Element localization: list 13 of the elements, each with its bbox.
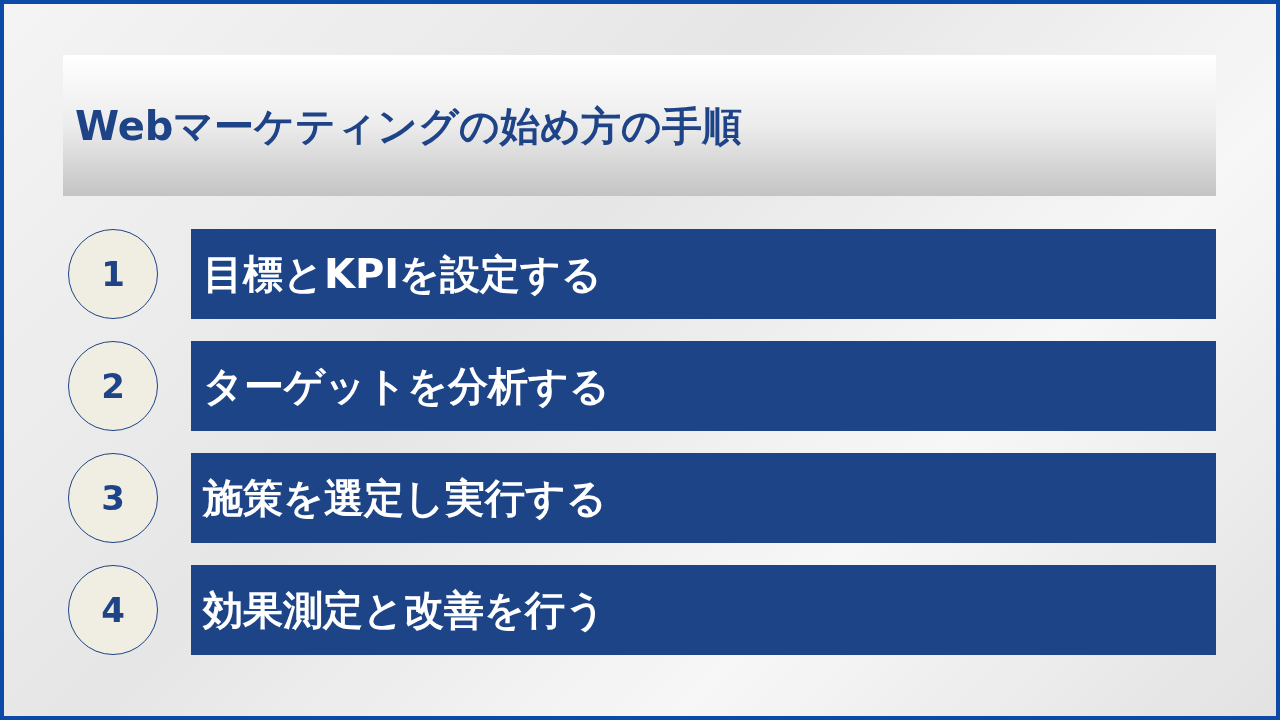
step-bar [191, 453, 1216, 543]
step-number: 3 [101, 478, 125, 518]
step-text: 効果測定と改善を行う [203, 585, 606, 635]
step-bar [191, 229, 1216, 319]
step-text: ターゲットを分析する [203, 361, 610, 411]
step-number: 2 [101, 366, 125, 406]
step-bar [191, 341, 1216, 431]
title: Webマーケティングの始め方の手順 [75, 102, 743, 151]
step-number: 1 [101, 254, 125, 294]
step-number: 4 [101, 590, 125, 630]
step-bar [191, 565, 1216, 655]
step-text: 施策を選定し実行する [203, 473, 607, 523]
step-text: 目標とKPIを設定する [203, 249, 603, 299]
